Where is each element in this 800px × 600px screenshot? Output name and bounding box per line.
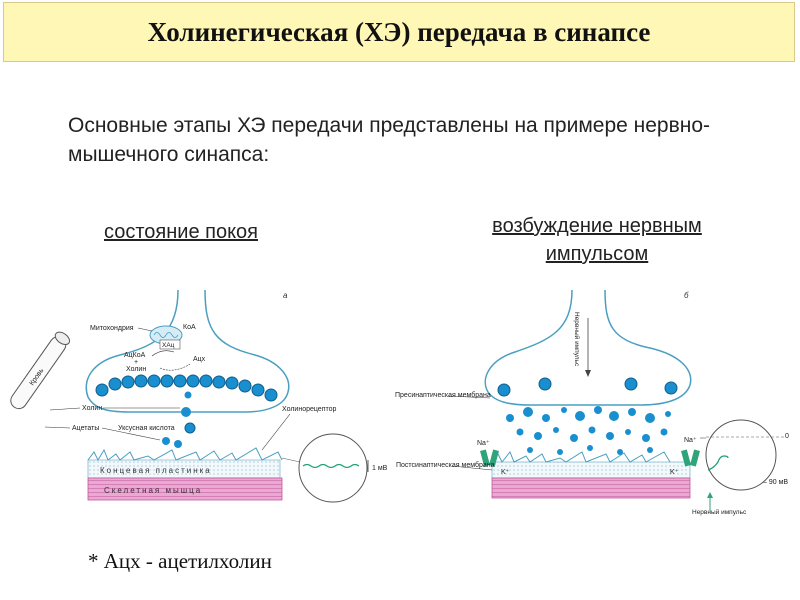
muscle-band-b (492, 478, 690, 498)
label-minus90: – 90 мВ (763, 479, 788, 486)
label-k-left: K⁺ (501, 469, 510, 476)
vesicle-free (181, 407, 191, 417)
label-mitochondria: Митохондрия (90, 325, 134, 332)
label-nerve-impulse-axon: Нервный импульс (573, 312, 581, 367)
label-choline-top: Холин (126, 366, 146, 373)
end-plate-label: Концевая пластинка (100, 466, 212, 475)
label-plus: + (134, 359, 138, 366)
end-plate-a: Концевая пластинка (88, 448, 282, 478)
end-plate-b (492, 452, 690, 478)
label-na-right: Na⁺ (684, 437, 697, 444)
label-presynaptic: Пресинаптическая мембрана (395, 391, 491, 399)
oscilloscope-a: 1 мВ (282, 434, 388, 502)
label-nerve-impulse-bottom: Нервный импульс (692, 508, 747, 516)
label-postsynaptic: Постсинаптическая мембрана (396, 461, 495, 469)
label-koa: КоА (183, 324, 196, 331)
vesicle-free (185, 392, 192, 399)
label-acetates: Ацетаты (72, 425, 99, 432)
vesicle-row-b (498, 378, 677, 396)
scale-label: 1 мВ (372, 465, 388, 472)
label-cholinoreceptor: Холинорецептор (282, 406, 337, 413)
label-acetyl-koa: АцКоА (124, 352, 146, 359)
label-ach: Ацх (193, 356, 206, 363)
label-zero: 0 (785, 433, 789, 440)
panel-a-letter: а (283, 291, 288, 300)
label-acetic-acid: Уксусная кислота (118, 425, 175, 432)
label-ach-box: ХАц (162, 342, 175, 349)
label-na-left: Na⁺ (477, 440, 490, 447)
vesicle-free (185, 423, 195, 433)
muscle-band-a: Скелетная мышца (88, 478, 282, 500)
blood-vessel: Кровь (8, 330, 72, 412)
muscle-label: Скелетная мышца (104, 486, 202, 495)
panel-b: б Нервный импульс (395, 290, 789, 516)
panel-b-letter: б (684, 291, 689, 300)
panel-a: а (8, 290, 388, 502)
footnote: * Ацх - ацетилхолин (88, 549, 272, 574)
ach-release-cloud (506, 406, 671, 455)
oscilloscope-b: 0 – 90 мВ (700, 420, 789, 490)
label-choline: Холин (82, 405, 102, 412)
label-k-right: K⁺ (670, 469, 679, 476)
